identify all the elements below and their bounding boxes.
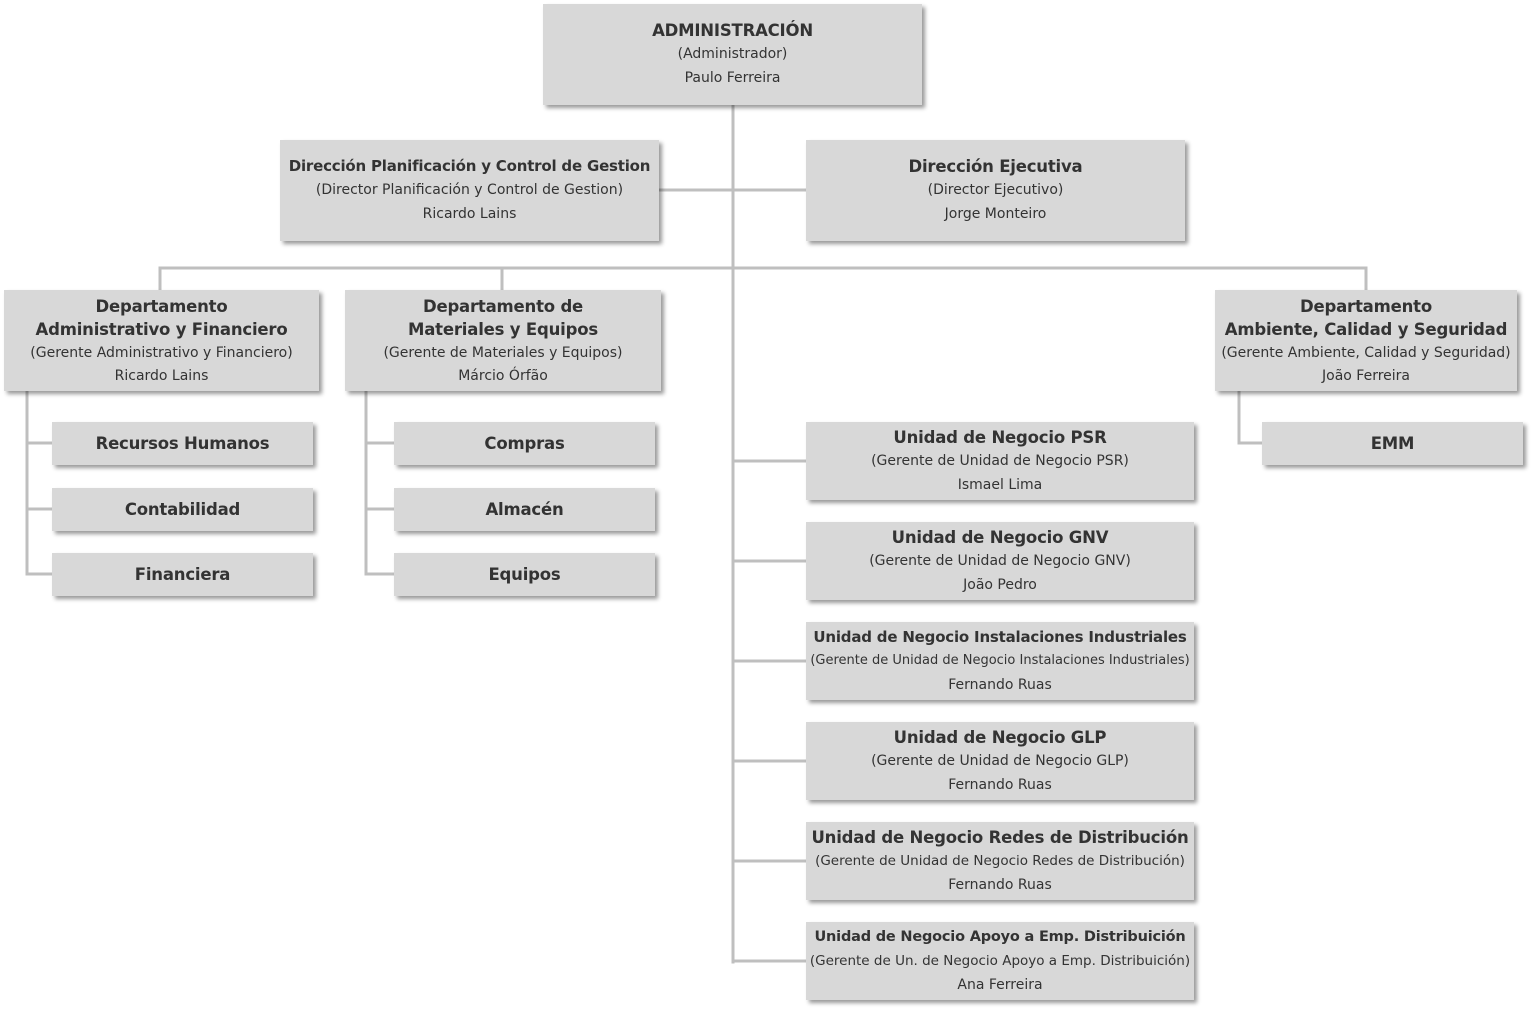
unit-label: Equipos [488, 565, 561, 584]
executive-title: Dirección Ejecutiva [908, 157, 1083, 176]
business-unit-redes: Unidad de Negocio Redes de Distribución … [806, 822, 1194, 900]
dept-materials-box: Departamento de Materiales y Equipos (Ge… [345, 290, 661, 391]
dept-materials-person: Márcio Órfão [458, 367, 548, 384]
unit-label: Compras [484, 434, 565, 453]
admin-person: Paulo Ferreira [684, 70, 781, 86]
unit-contabilidad: Contabilidad [52, 488, 313, 531]
dept-materials-title-1: Departamento de [422, 296, 584, 316]
unit-financiera: Financiera [52, 553, 313, 596]
dept-admin-fin-person: Ricardo Lains [114, 367, 209, 384]
unit-almacen: Almacén [394, 488, 655, 531]
unit-emm: EMM [1262, 422, 1523, 465]
dept-admin-fin-title-2: Administrativo y Financiero [35, 319, 288, 339]
planning-director-box: Dirección Planificación y Control de Ges… [280, 140, 659, 241]
bu-role: (Gerente de Un. de Negocio Apoyo a Emp. … [809, 952, 1191, 969]
admin-box: ADMINISTRACIÓN (Administrador) Paulo Fer… [543, 4, 922, 105]
bu-person: Fernando Ruas [948, 776, 1052, 793]
business-unit-instalaciones: Unidad de Negocio Instalaciones Industri… [806, 622, 1194, 700]
unit-compras: Compras [394, 422, 655, 465]
business-unit-apoyo: Unidad de Negocio Apoyo a Emp. Distribui… [806, 922, 1194, 1000]
bu-role: (Gerente de Unidad de Negocio GLP) [871, 752, 1129, 769]
executive-role: (Director Ejecutivo) [927, 182, 1064, 198]
dept-admin-fin-box: Departamento Administrativo y Financiero… [4, 290, 319, 391]
bu-role: (Gerente de Unidad de Negocio Instalacio… [810, 652, 1190, 668]
unit-label: EMM [1370, 434, 1415, 453]
executive-director-box: Dirección Ejecutiva (Director Ejecutivo)… [806, 140, 1185, 241]
bu-title: Unidad de Negocio GNV [891, 527, 1109, 547]
business-unit-gnv: Unidad de Negocio GNV (Gerente de Unidad… [806, 522, 1194, 600]
dept-admin-fin-title-1: Departamento [95, 296, 228, 316]
unit-label: Recursos Humanos [95, 434, 270, 453]
planning-role: (Director Planificación y Control de Ges… [315, 182, 624, 198]
unit-recursos-humanos: Recursos Humanos [52, 422, 313, 465]
bu-role: (Gerente de Unidad de Negocio PSR) [871, 452, 1129, 469]
planning-title: Dirección Planificación y Control de Ges… [288, 157, 651, 175]
dept-environment-role: (Gerente Ambiente, Calidad y Seguridad) [1221, 344, 1511, 361]
dept-materials-role: (Gerente de Materiales y Equipos) [383, 344, 623, 361]
unit-equipos: Equipos [394, 553, 655, 596]
bu-person: Ismael Lima [957, 476, 1043, 493]
dept-admin-fin-role: (Gerente Administrativo y Financiero) [30, 344, 293, 361]
bu-person: Fernando Ruas [948, 876, 1052, 893]
bu-role: (Gerente de Unidad de Negocio GNV) [869, 552, 1131, 569]
business-unit-psr: Unidad de Negocio PSR (Gerente de Unidad… [806, 422, 1194, 500]
dept-materials-title-2: Materiales y Equipos [408, 319, 598, 339]
unit-label: Almacén [485, 500, 564, 519]
bu-title: Unidad de Negocio Instalaciones Industri… [813, 627, 1187, 646]
bu-title: Unidad de Negocio PSR [893, 427, 1107, 447]
planning-person: Ricardo Lains [422, 206, 517, 222]
admin-role: (Administrador) [677, 46, 788, 62]
bu-role: (Gerente de Unidad de Negocio Redes de D… [815, 852, 1185, 869]
bu-person: Ana Ferreira [957, 976, 1043, 993]
dept-environment-box: Departamento Ambiente, Calidad y Segurid… [1215, 290, 1517, 391]
bu-person: Fernando Ruas [948, 676, 1052, 693]
business-unit-glp: Unidad de Negocio GLP (Gerente de Unidad… [806, 722, 1194, 800]
dept-environment-title-2: Ambiente, Calidad y Seguridad [1224, 319, 1508, 339]
executive-person: Jorge Monteiro [944, 206, 1047, 222]
dept-environment-title-1: Departamento [1300, 296, 1432, 316]
unit-label: Financiera [134, 565, 231, 584]
admin-title: ADMINISTRACIÓN [652, 21, 813, 40]
bu-person: João Pedro [963, 576, 1037, 593]
unit-label: Contabilidad [124, 500, 241, 519]
bu-title: Unidad de Negocio Apoyo a Emp. Distribui… [814, 928, 1186, 945]
bu-title: Unidad de Negocio GLP [893, 727, 1107, 747]
dept-environment-person: João Ferreira [1322, 367, 1410, 384]
bu-title: Unidad de Negocio Redes de Distribución [811, 827, 1189, 847]
